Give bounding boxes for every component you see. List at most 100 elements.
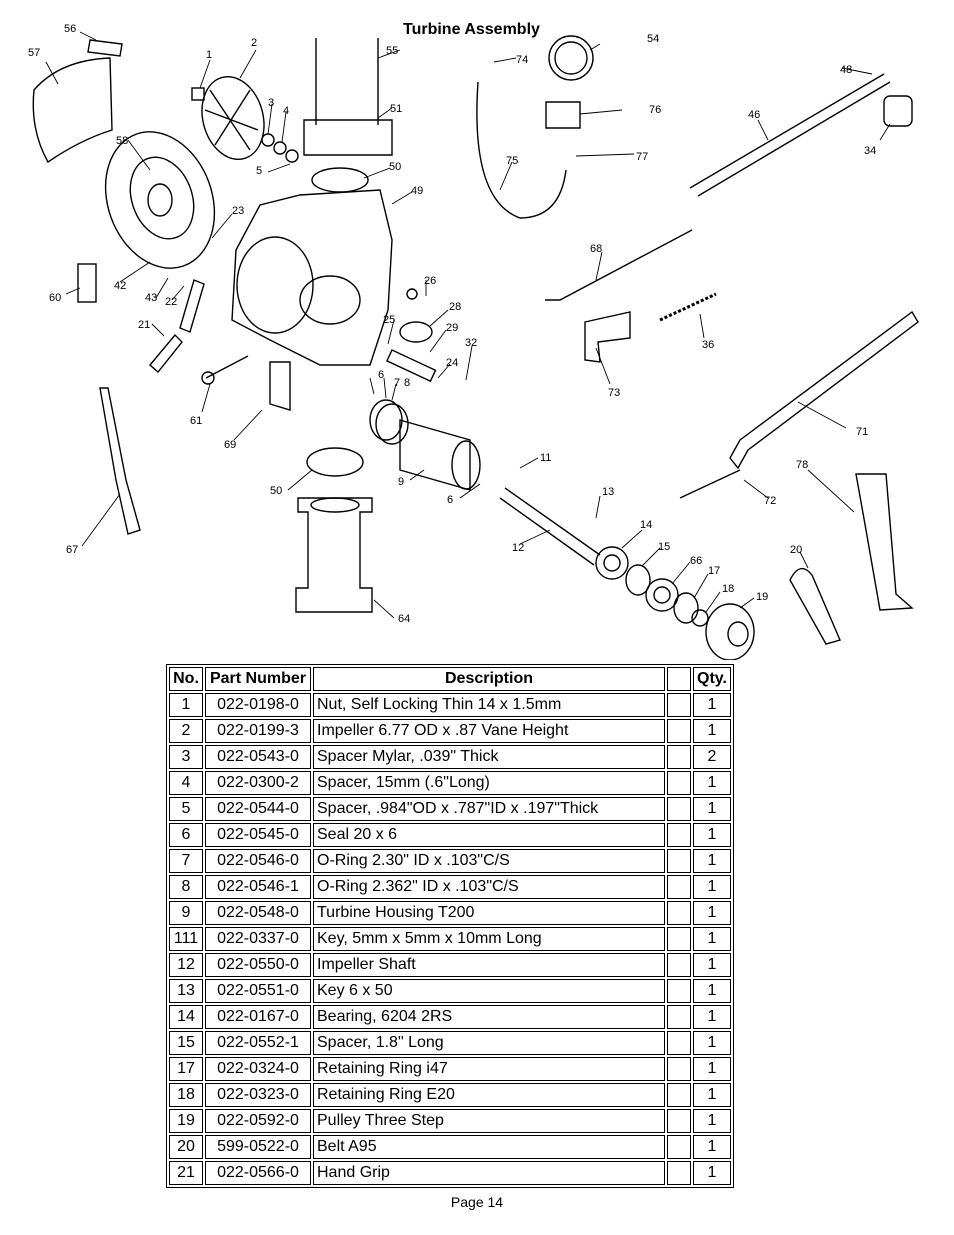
cell-no: 9 bbox=[169, 901, 203, 925]
cell-description: Belt A95 bbox=[313, 1135, 665, 1159]
callout-label: 76 bbox=[649, 104, 661, 116]
cell-description: Hand Grip bbox=[313, 1161, 665, 1185]
cell-part-number: 022-0550-0 bbox=[205, 953, 311, 977]
cell-no: 17 bbox=[169, 1057, 203, 1081]
cell-description: Retaining Ring i47 bbox=[313, 1057, 665, 1081]
col-header-description: Description bbox=[313, 667, 665, 691]
cell-qty: 1 bbox=[693, 1161, 731, 1185]
callout-label: 3 bbox=[268, 97, 274, 109]
cell-qty: 1 bbox=[693, 1031, 731, 1055]
callout-label: 1 bbox=[206, 49, 212, 61]
callout-label: 60 bbox=[49, 292, 61, 304]
cell-no: 6 bbox=[169, 823, 203, 847]
callout-label: 23 bbox=[232, 205, 244, 217]
cell-no: 21 bbox=[169, 1161, 203, 1185]
cell-part-number: 022-0544-0 bbox=[205, 797, 311, 821]
cell-part-number: 022-0546-1 bbox=[205, 875, 311, 899]
cell-blank bbox=[667, 1161, 691, 1185]
callout-label: 24 bbox=[446, 357, 458, 369]
callout-label: 32 bbox=[465, 337, 477, 349]
cell-description: Key 6 x 50 bbox=[313, 979, 665, 1003]
cell-qty: 2 bbox=[693, 745, 731, 769]
exploded-parts-diagram: 56 57 1 2 3 4 5 58 55 51 50 49 54 74 76 … bbox=[28, 23, 919, 660]
cell-blank bbox=[667, 901, 691, 925]
callout-label: 4 bbox=[283, 105, 289, 117]
cell-no: 7 bbox=[169, 849, 203, 873]
cell-description: Bearing, 6204 2RS bbox=[313, 1005, 665, 1029]
cell-description: O-Ring 2.30" ID x .103"C/S bbox=[313, 849, 665, 873]
callout-label: 14 bbox=[640, 519, 652, 531]
callout-label: 18 bbox=[722, 583, 734, 595]
cell-qty: 1 bbox=[693, 927, 731, 951]
cell-part-number: 022-0323-0 bbox=[205, 1083, 311, 1107]
cell-qty: 1 bbox=[693, 1135, 731, 1159]
callout-label: 22 bbox=[165, 296, 177, 308]
cell-part-number: 022-0300-2 bbox=[205, 771, 311, 795]
callout-label: 78 bbox=[796, 459, 808, 471]
cell-description: Key, 5mm x 5mm x 10mm Long bbox=[313, 927, 665, 951]
callout-label: 43 bbox=[145, 292, 157, 304]
callout-label: 11 bbox=[540, 452, 551, 464]
callout-label: 51 bbox=[390, 103, 402, 115]
cell-qty: 1 bbox=[693, 797, 731, 821]
callout-label: 50 bbox=[270, 485, 282, 497]
cell-blank bbox=[667, 1031, 691, 1055]
callout-label: 7 bbox=[394, 377, 400, 389]
cell-description: Nut, Self Locking Thin 14 x 1.5mm bbox=[313, 693, 665, 717]
diagram-title: Turbine Assembly bbox=[403, 21, 540, 38]
cell-blank bbox=[667, 719, 691, 743]
cell-no: 5 bbox=[169, 797, 203, 821]
callout-label: 61 bbox=[190, 415, 202, 427]
cell-blank bbox=[667, 1109, 691, 1133]
page-number: Page 14 bbox=[450, 1194, 504, 1210]
callout-label: 28 bbox=[449, 301, 461, 313]
callout-label: 13 bbox=[602, 486, 614, 498]
cell-qty: 1 bbox=[693, 1109, 731, 1133]
callout-label: 34 bbox=[864, 145, 876, 157]
cell-no: 20 bbox=[169, 1135, 203, 1159]
cell-part-number: 022-0566-0 bbox=[205, 1161, 311, 1185]
callout-label: 46 bbox=[748, 109, 760, 121]
cell-qty: 1 bbox=[693, 849, 731, 873]
parts-table: No. Part Number Description Qty. 1 022-01… bbox=[166, 664, 734, 1188]
callout-label: 25 bbox=[383, 314, 395, 326]
cell-part-number: 022-0167-0 bbox=[205, 1005, 311, 1029]
cell-part-number: 022-0199-3 bbox=[205, 719, 311, 743]
cell-blank bbox=[667, 1135, 691, 1159]
cell-part-number: 022-0543-0 bbox=[205, 745, 311, 769]
callout-label: 58 bbox=[116, 135, 128, 147]
cell-qty: 1 bbox=[693, 953, 731, 977]
table-header-row: No. Part Number Description Qty. bbox=[169, 667, 731, 691]
callout-label: 74 bbox=[516, 54, 528, 66]
cell-description: O-Ring 2.362" ID x .103"C/S bbox=[313, 875, 665, 899]
cell-no: 14 bbox=[169, 1005, 203, 1029]
callout-label: 26 bbox=[424, 275, 436, 287]
callout-label: 12 bbox=[512, 542, 524, 554]
cell-no: 8 bbox=[169, 875, 203, 899]
cell-no: 12 bbox=[169, 953, 203, 977]
callout-label: 5 bbox=[256, 165, 262, 177]
cell-no: 19 bbox=[169, 1109, 203, 1133]
cell-qty: 1 bbox=[693, 901, 731, 925]
callout-label: 36 bbox=[702, 339, 714, 351]
callout-label: 68 bbox=[590, 243, 602, 255]
callout-label: 50 bbox=[389, 161, 401, 173]
cell-no: 18 bbox=[169, 1083, 203, 1107]
cell-part-number: 022-0198-0 bbox=[205, 693, 311, 717]
cell-qty: 1 bbox=[693, 719, 731, 743]
cell-part-number: 599-0522-0 bbox=[205, 1135, 311, 1159]
callout-label: 9 bbox=[398, 476, 404, 488]
cell-part-number: 022-0545-0 bbox=[205, 823, 311, 847]
cell-description: Impeller Shaft bbox=[313, 953, 665, 977]
cell-description: Spacer Mylar, .039" Thick bbox=[313, 745, 665, 769]
callout-label: 77 bbox=[636, 151, 648, 163]
